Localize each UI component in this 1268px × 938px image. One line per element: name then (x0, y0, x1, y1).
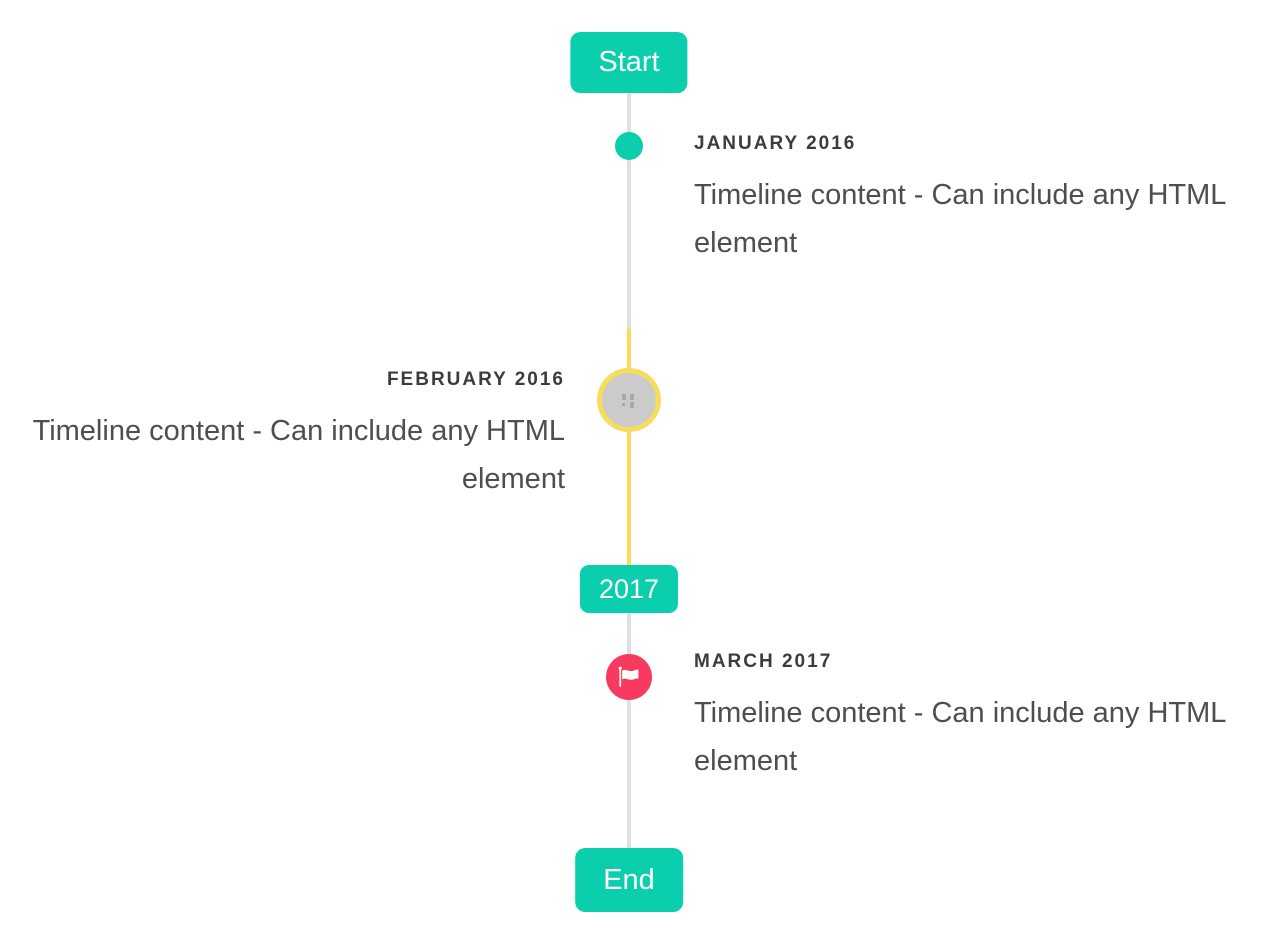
marker-flag-march[interactable] (606, 654, 652, 700)
entry-content-text: Timeline content - Can include any HTML … (694, 697, 1226, 777)
end-button[interactable]: End (575, 848, 683, 912)
timeline-entry-march: MARCH 2017 Timeline content - Can includ… (694, 651, 1239, 785)
broken-image-icon (622, 393, 634, 408)
entry-date-label: JANUARY 2016 (694, 133, 857, 154)
entry-date-label: FEBRUARY 2016 (386, 369, 565, 390)
marker-image-february[interactable] (597, 368, 661, 432)
timeline-entry-january: JANUARY 2016 Timeline content - Can incl… (694, 133, 1239, 267)
entry-content-text: Timeline content - Can include any HTML … (694, 179, 1226, 259)
timeline-line-highlight (627, 329, 631, 565)
entry-date-label: MARCH 2017 (694, 651, 833, 672)
timeline-entry-february: FEBRUARY 2016 Timeline content - Can inc… (20, 369, 565, 503)
start-button[interactable]: Start (570, 32, 688, 93)
year-badge[interactable]: 2017 (579, 565, 679, 613)
flag-icon (618, 666, 639, 687)
marker-dot-january[interactable] (615, 132, 643, 160)
entry-content-text: Timeline content - Can include any HTML … (32, 415, 565, 495)
